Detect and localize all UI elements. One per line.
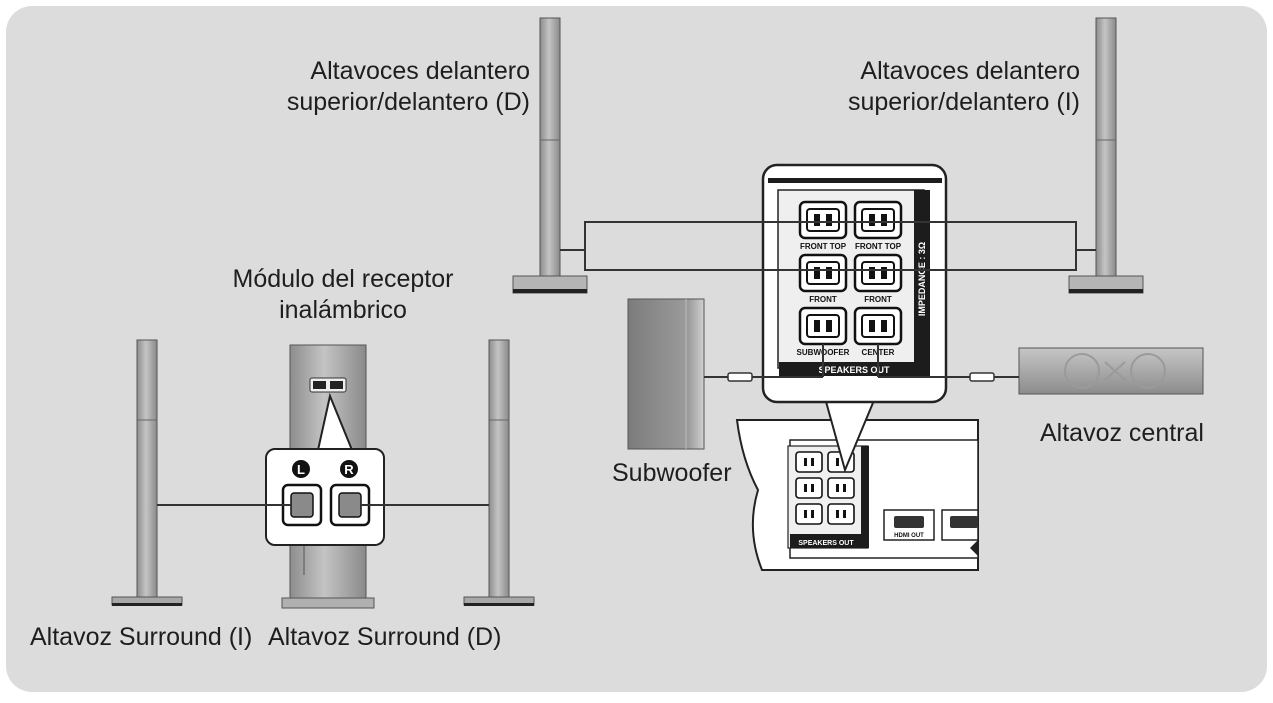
surround-right-label: Altavoz Surround (D) xyxy=(268,623,502,651)
center-cable xyxy=(877,344,1019,382)
main-unit-rear: SPEAKERS OUT HDMI OUT xyxy=(735,419,979,571)
wireless-receiver-label-line2: inalámbrico xyxy=(279,296,407,324)
terminal-center xyxy=(853,306,903,346)
receiver-left-mark-text: L xyxy=(297,462,305,477)
wireless-receiver-label: Módulo del receptor inalámbrico xyxy=(208,264,478,326)
front-speaker-cable xyxy=(560,221,1096,271)
front-speaker-right-label-line1: Altavoces delantero xyxy=(310,57,530,85)
panel-speakers-out-label: SPEAKERS OUT xyxy=(818,365,890,375)
front-speaker-right-label-line2: superior/delantero (D) xyxy=(286,88,530,116)
front-speaker-right-label: Altavoces delantero superior/delantero (… xyxy=(268,56,530,118)
surround-left-label: Altavoz Surround (I) xyxy=(30,623,253,651)
receiver-left-mark xyxy=(292,460,310,478)
center-speaker-label: Altavoz central xyxy=(1040,419,1204,447)
panel-label-front-top-2: FRONT TOP xyxy=(855,242,902,251)
front-speaker-left-label-line2: superior/delantero (I) xyxy=(847,88,1080,116)
front-speaker-right xyxy=(512,17,588,294)
receiver-right-mark xyxy=(340,460,358,478)
terminal-front-right xyxy=(798,253,848,293)
center-speaker xyxy=(1018,347,1204,395)
terminal-front-left xyxy=(853,253,903,293)
front-speaker-left-label: Altavoces delantero superior/delantero (… xyxy=(818,56,1080,118)
surround-speaker-right xyxy=(463,339,535,606)
subwoofer-cable xyxy=(704,344,824,382)
panel-impedance-label: IMPEDANCE : 3Ω xyxy=(917,242,927,316)
subwoofer-speaker xyxy=(627,298,705,450)
unit-speakers-out-label: SPEAKERS OUT xyxy=(798,540,854,547)
front-speaker-left-label-line1: Altavoces delantero xyxy=(860,57,1080,85)
terminal-subwoofer xyxy=(798,306,848,346)
front-speaker-left xyxy=(1068,17,1144,294)
panel-label-front-2: FRONT xyxy=(864,295,892,304)
panel-label-front-top-1: FRONT TOP xyxy=(800,242,847,251)
receiver-terminal-left xyxy=(281,483,323,527)
terminal-front-top-left xyxy=(853,200,903,240)
wireless-receiver-label-line1: Módulo del receptor xyxy=(232,265,454,293)
receiver-terminal-right xyxy=(329,483,371,527)
panel-label-front-1: FRONT xyxy=(809,295,837,304)
surround-speaker-left xyxy=(111,339,183,606)
unit-hdmi-out-label: HDMI OUT xyxy=(894,533,924,539)
subwoofer-label: Subwoofer xyxy=(612,459,732,487)
terminal-front-top-right xyxy=(798,200,848,240)
receiver-right-mark-text: R xyxy=(344,462,354,477)
